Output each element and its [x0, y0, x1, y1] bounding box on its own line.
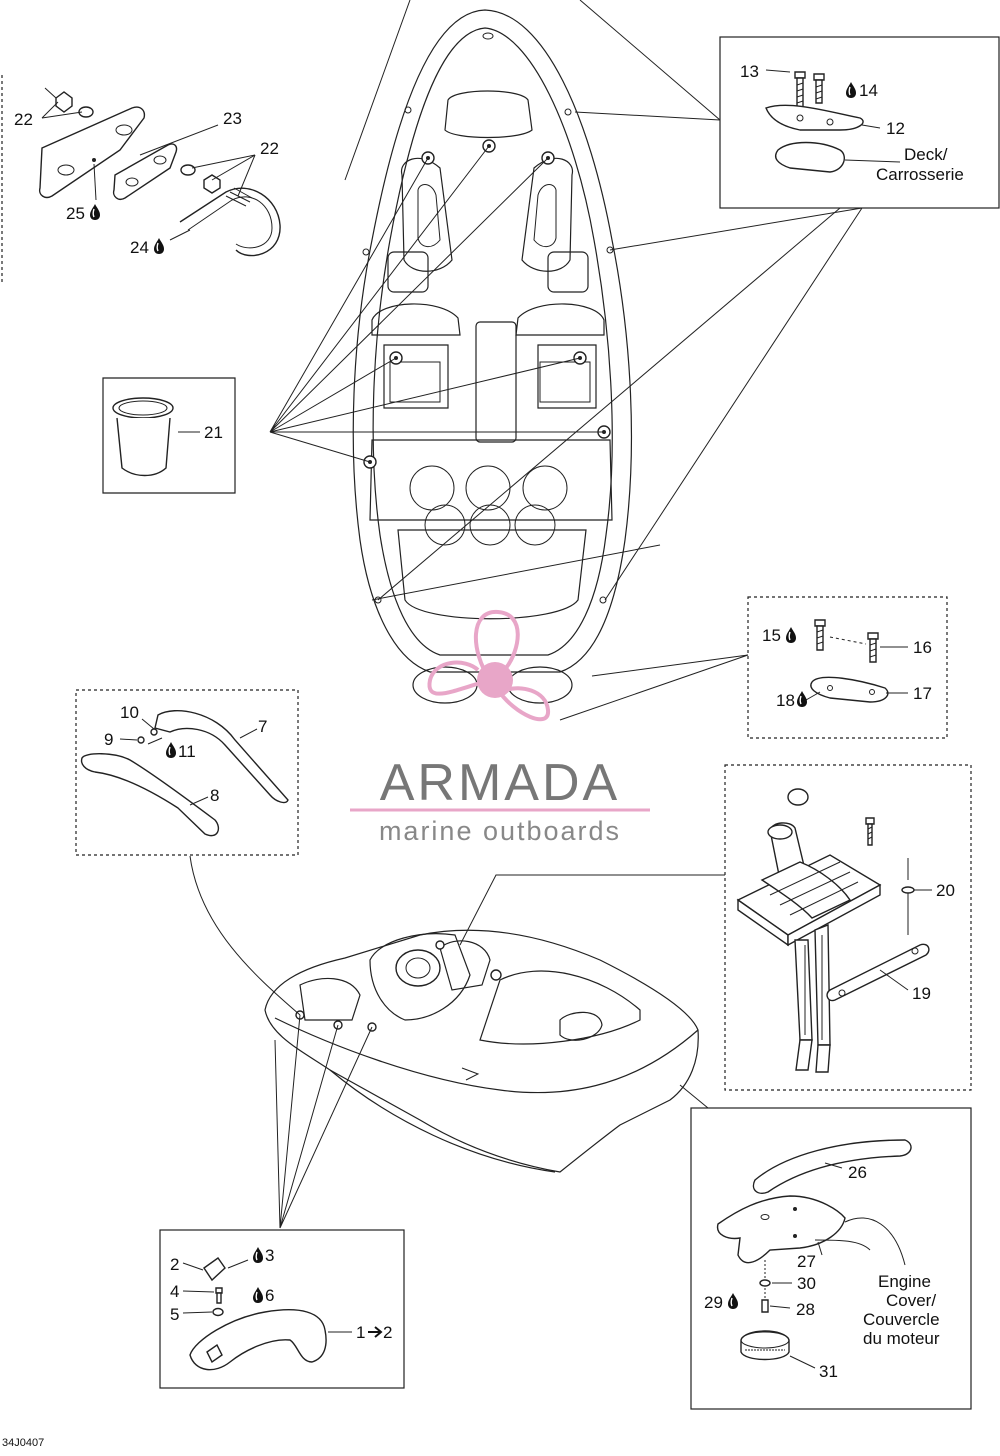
- armada-watermark: ARMADA marine outboards: [350, 609, 650, 846]
- note-deck-line2: Carrosserie: [876, 165, 964, 184]
- adhesive-drop-icon: [796, 690, 808, 708]
- box-15-18: 15 16 17 18: [747, 596, 948, 739]
- note-engine-line3: Couvercle: [863, 1310, 940, 1329]
- label-31: 31: [819, 1362, 838, 1381]
- adhesive-drop-icon: [727, 1292, 739, 1310]
- label-18: 18: [776, 691, 795, 710]
- note-engine-line2: Cover/: [886, 1291, 936, 1310]
- label-4: 4: [170, 1282, 179, 1301]
- label-29: 29: [704, 1293, 723, 1312]
- arrow-right-icon: [368, 1326, 383, 1338]
- label-9: 9: [104, 730, 113, 749]
- leader-lines: [1, 0, 863, 1229]
- label-7: 7: [258, 717, 267, 736]
- watermark-brand: ARMADA: [380, 754, 620, 812]
- label-17: 17: [913, 684, 932, 703]
- label-2: 2: [170, 1255, 179, 1274]
- adhesive-drop-icon: [252, 1286, 264, 1304]
- label-3: 3: [265, 1246, 274, 1265]
- label-13: 13: [740, 62, 759, 81]
- label-5: 5: [170, 1305, 179, 1324]
- propeller-logo-icon: [427, 609, 550, 722]
- label-28: 28: [796, 1300, 815, 1319]
- label-24: 24: [130, 238, 149, 257]
- hull-perspective-view: [264, 929, 699, 1173]
- label-25: 25: [66, 204, 85, 223]
- adhesive-drop-icon: [252, 1246, 264, 1264]
- adhesive-drop-icon: [89, 203, 101, 221]
- label-6: 6: [265, 1286, 274, 1305]
- label-21: 21: [204, 423, 223, 442]
- label-10: 10: [120, 703, 139, 722]
- label-22-right: 22: [260, 139, 279, 158]
- label-8: 8: [210, 786, 219, 805]
- label-14: 14: [859, 81, 878, 100]
- note-engine-line4: du moteur: [863, 1329, 940, 1348]
- label-1: 1: [356, 1323, 365, 1342]
- label-27: 27: [797, 1252, 816, 1271]
- label-19: 19: [912, 984, 931, 1003]
- label-22-left: 22: [14, 110, 33, 129]
- note-deck-line1: Deck/: [904, 145, 948, 164]
- label-11: 11: [178, 742, 196, 761]
- adhesive-drop-icon: [153, 237, 165, 255]
- deck-top-view: [352, 9, 633, 704]
- note-engine-line1: Engine: [878, 1272, 931, 1291]
- box-7-11-handles: 10 9 11 7 8: [75, 689, 299, 856]
- watermark-tagline: marine outboards: [379, 816, 621, 846]
- box-1-6-rear-handle: 2 3 4 6 5 1 2: [159, 1229, 405, 1389]
- label-23: 23: [223, 109, 242, 128]
- adhesive-drop-icon: [165, 741, 177, 759]
- propeller-hub-icon: [477, 662, 513, 698]
- label-20: 20: [936, 881, 955, 900]
- label-26: 26: [848, 1163, 867, 1182]
- label-1-qty: 2: [383, 1323, 392, 1342]
- label-30: 30: [797, 1274, 816, 1293]
- adhesive-drop-icon: [785, 626, 797, 644]
- drawing-code: 34J0407: [2, 1437, 44, 1449]
- box-12-14-deck: 13 14 12 Deck/ Carrosserie: [719, 36, 1000, 209]
- box-26-31-engine-cover: 26 27 30 28 29 31 Engine Cover/ Couvercl…: [690, 1107, 972, 1410]
- box-19-20-steering: 20 19: [724, 764, 972, 1091]
- label-12: 12: [886, 119, 905, 138]
- adhesive-drop-icon: [845, 81, 857, 99]
- label-15: 15: [762, 626, 781, 645]
- group-22-25: 22 23 22 25 24: [14, 87, 281, 257]
- box-21-cup-holder: 21: [102, 377, 236, 494]
- label-16: 16: [913, 638, 932, 657]
